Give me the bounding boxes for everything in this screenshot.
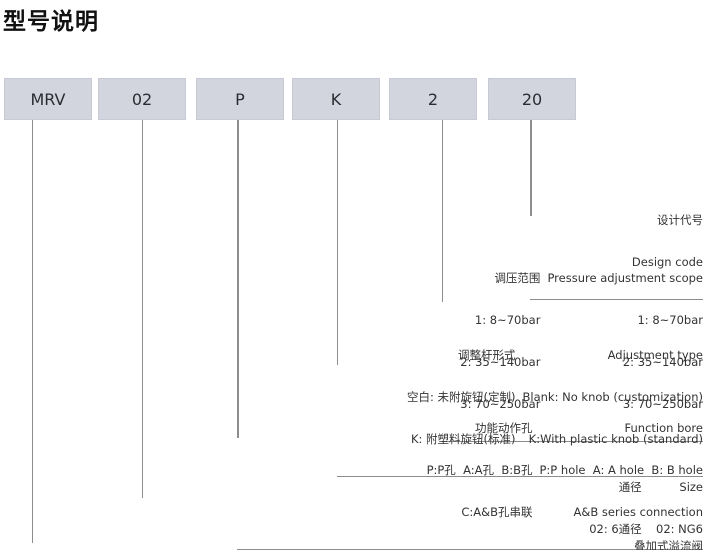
pressure-option-1-en: 1: 8~70bar [637, 313, 703, 327]
connector-line-pressure [441, 120, 443, 302]
connector-line-bore [237, 120, 239, 438]
function-bore-holes-zh: P:P孔 A:A孔 B:B孔 [426, 463, 533, 477]
design-code-block: 设计代号 Design code [530, 185, 703, 300]
connector-line-size [141, 120, 143, 498]
connector-line-knob [336, 120, 338, 365]
pressure-option-3-zh: 3: 70~250bar [460, 397, 541, 411]
function-bore-en-column: Function bore P:P hole A: A hole B: B ho… [533, 393, 704, 547]
adjustment-title-en: Adjustment type [607, 348, 703, 362]
design-code-label-zh: 设计代号 [657, 213, 703, 227]
adjustment-knob-en: K:With plastic knob (standard) [528, 432, 703, 446]
pressure-option-2-zh: 2: 35~140bar [460, 355, 541, 369]
size-en-column: Size 02: NG6 03: NG10 [642, 452, 703, 550]
adjustment-title-zh: 调整杆形式 [458, 348, 516, 362]
design-code-labels: 设计代号 Design code [530, 185, 703, 297]
size-ng6-en: 02: NG6 [656, 522, 703, 536]
model-segment-series: MRV [4, 78, 92, 120]
size-title-zh: 通径 [618, 480, 642, 494]
adjustment-knob-zh: K: 附塑料旋钮(标准) [410, 432, 516, 446]
product-name-labels: 叠加式溢流阀 Modular relief valves [32, 511, 703, 550]
pressure-title-zh: 调压范围 [494, 271, 541, 285]
pressure-option-1-zh: 1: 8~70bar [474, 313, 541, 327]
adjustment-type-block: 调整杆形式 空白: 未附旋钮(定制) K: 附塑料旋钮(标准) Adjustme… [337, 320, 703, 477]
pressure-en-column: Pressure adjustment scope 1: 8~70bar 2: … [540, 243, 703, 439]
function-bore-title-en: Function bore [624, 421, 703, 435]
model-segment-design-code: 20 [488, 78, 576, 120]
adjustment-en-column: Adjustment type Blank: No knob (customiz… [516, 320, 703, 474]
function-bore-series-zh: C:A&B孔串联 [461, 505, 533, 519]
design-code-label-en: Design code [631, 255, 703, 269]
adjustment-blank-en: Blank: No knob (customization) [522, 390, 703, 404]
connector-line-design-code [530, 120, 532, 216]
function-bore-holes-en: P:P hole A: A hole B: B hole [539, 463, 704, 477]
size-title-en: Size [679, 480, 703, 494]
adjustment-zh-column: 调整杆形式 空白: 未附旋钮(定制) K: 附塑料旋钮(标准) [337, 320, 516, 474]
adjustment-blank-zh: 空白: 未附旋钮(定制) [407, 390, 516, 404]
page-title: 型号说明 [3, 9, 99, 35]
pressure-title-en: Pressure adjustment scope [547, 271, 703, 285]
pressure-option-2-en: 2: 35~140bar [622, 355, 703, 369]
function-bore-title-zh: 功能动作孔 [475, 421, 533, 435]
pressure-option-3-en: 3: 70~250bar [622, 397, 703, 411]
model-segment-bore: P [196, 78, 284, 120]
model-segment-knob: K [292, 78, 380, 120]
function-bore-zh-column: 功能动作孔 P:P孔 A:A孔 B:B孔 C:A&B孔串联 [237, 393, 533, 547]
pressure-zh-column: 调压范围 1: 8~70bar 2: 35~140bar 3: 70~250ba… [442, 243, 540, 439]
size-ng6-zh: 02: 6通径 [589, 522, 642, 536]
model-segment-size: 02 [98, 78, 186, 120]
function-bore-series-en: A&B series connection [573, 505, 703, 519]
product-name-zh: 叠加式溢流阀 [634, 539, 703, 550]
connector-line-series [31, 120, 33, 543]
size-zh-column: 通径 02: 6通径 03: 10通径 [142, 452, 642, 550]
product-name-block: 叠加式溢流阀 Modular relief valves [32, 511, 703, 550]
pressure-adjustment-scope-block: 调压范围 1: 8~70bar 2: 35~140bar 3: 70~250ba… [442, 243, 703, 442]
size-block: 通径 02: 6通径 03: 10通径 Size 02: NG6 03: NG1… [142, 452, 703, 550]
model-segment-pressure: 2 [389, 78, 477, 120]
